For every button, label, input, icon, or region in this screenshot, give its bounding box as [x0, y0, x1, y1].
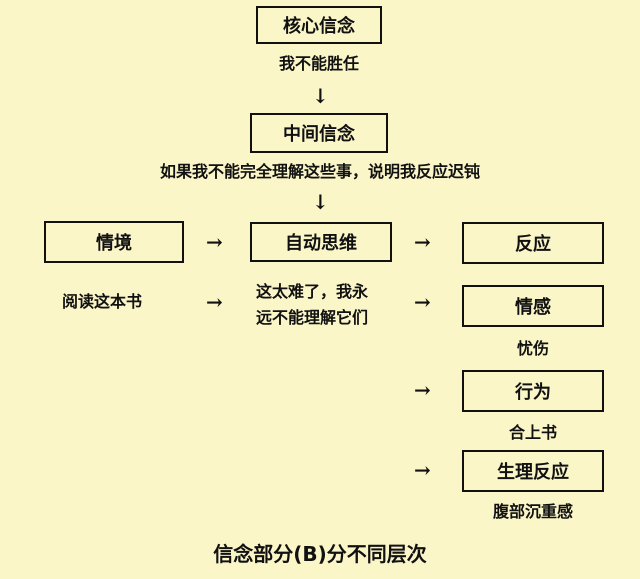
arrow-down-2: ↓ [312, 190, 329, 214]
core-belief-example: 我不能胜任 [278, 54, 359, 73]
physiological-label: 生理反应 [497, 462, 569, 483]
physiological-example: 腹部沉重感 [492, 502, 573, 521]
behavior-example: 合上书 [508, 423, 557, 442]
arrow-right-situation-example: → [206, 290, 223, 314]
emotion-example: 忧伤 [516, 339, 549, 358]
situation-example: 阅读这本书 [62, 292, 143, 311]
automatic-thought-example-line1: 这太难了，我永 [256, 282, 369, 301]
intermediate-belief-example: 如果我不能完全理解这些事，说明我反应迟钝 [159, 162, 480, 181]
core-belief-box: 核心信念 [256, 6, 382, 44]
emotion-box: 情感 [462, 285, 604, 327]
core-belief-label: 核心信念 [283, 16, 355, 37]
arrow-down-1: ↓ [312, 84, 329, 108]
reaction-label: 反应 [515, 234, 551, 255]
automatic-thought-example-line2: 远不能理解它们 [256, 308, 369, 327]
diagram-caption: 信念部分(B)分不同层次 [213, 542, 427, 566]
arrow-right-situation-thought: → [206, 230, 223, 254]
arrow-right-thought-reaction: → [414, 230, 431, 254]
automatic-thought-label: 自动思维 [285, 233, 357, 254]
arrow-right-thought-emotion: → [414, 290, 431, 314]
automatic-thought-box: 自动思维 [250, 222, 392, 262]
arrow-right-physiological: → [414, 458, 431, 482]
reaction-box: 反应 [462, 222, 604, 264]
emotion-label: 情感 [515, 297, 551, 318]
situation-box: 情境 [44, 221, 184, 263]
intermediate-belief-box: 中间信念 [250, 113, 388, 153]
behavior-label: 行为 [515, 382, 551, 403]
physiological-box: 生理反应 [462, 450, 604, 492]
arrow-right-behavior: → [414, 378, 431, 402]
situation-label: 情境 [96, 233, 132, 254]
intermediate-belief-label: 中间信念 [283, 124, 355, 145]
behavior-box: 行为 [462, 370, 604, 412]
